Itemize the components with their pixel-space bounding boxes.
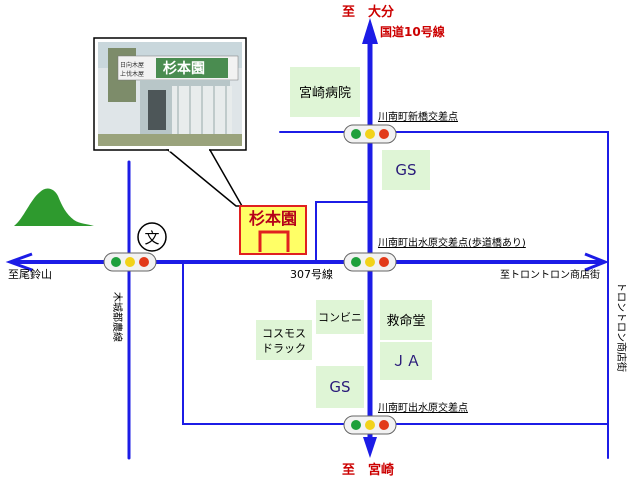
arrow-west <box>5 252 33 272</box>
direction-north: 至 大分 <box>342 4 394 20</box>
intersection-bottom-label: 川南町出水原交差点 <box>378 401 468 414</box>
arrow-south <box>363 437 377 458</box>
shop-label: 杉本園 <box>249 209 297 228</box>
photo-sign-left-2: 上伐木屋 <box>120 70 144 78</box>
direction-west: 至尾鈴山 <box>8 267 52 281</box>
school-marker: 文 <box>137 222 167 252</box>
signal-middle <box>343 252 397 272</box>
direction-south: 至 宮崎 <box>342 462 394 478</box>
arrow-heads-open <box>5 252 610 272</box>
ja-box <box>380 342 432 380</box>
signal-bottom <box>343 415 397 435</box>
road-route10-label: 国道10号線 <box>380 24 445 39</box>
cosmos-box <box>256 320 312 360</box>
road-shop-access <box>315 201 371 263</box>
photo-sign-main: 杉本園 <box>163 60 205 77</box>
direction-east: 至トロントロン商店街 <box>500 268 600 281</box>
school-icon: 文 <box>144 229 159 247</box>
arrow-east <box>584 252 610 272</box>
kyumeido-label: 救命堂 <box>386 313 425 329</box>
road-bottom-loop <box>182 261 609 425</box>
shop-sugimotoen: 杉本園 <box>239 205 307 255</box>
signal-west <box>103 252 157 272</box>
intersection-top-label: 川南町新橋交差点 <box>378 110 458 123</box>
cosmos-label-2: ドラック <box>262 342 306 355</box>
shop-building-icon <box>258 230 290 252</box>
road-school-label: 木城都農線 <box>111 292 124 342</box>
arrows <box>362 18 378 458</box>
shop-box <box>239 205 307 255</box>
photo-callout: 日向木屋 上伐木屋 杉本園 <box>93 37 247 207</box>
gs-north-label: GS <box>395 161 416 179</box>
place-boxes: 宮崎病院 GS コンビニ 救命堂 コスモス ドラック ＪＡ GS <box>256 67 432 408</box>
intersection-middle-label: 川南町出水原交差点(歩道橋あり) <box>378 236 526 249</box>
gs-south-box <box>316 366 364 408</box>
signal-top <box>343 124 397 144</box>
cosmos-label-1: コスモス <box>262 327 306 340</box>
gs-north-box <box>382 150 430 190</box>
ja-label: ＪＡ <box>391 352 421 370</box>
road-307-label: 307号線 <box>290 267 333 281</box>
callout-pointer <box>165 149 244 207</box>
gs-south-label: GS <box>329 378 350 396</box>
road-east-label: トロントロン商店街 <box>615 282 628 372</box>
school-circle <box>137 222 167 252</box>
convenience-label: コンビニ <box>318 311 362 324</box>
hospital-box <box>290 67 360 117</box>
kyumeido-box <box>380 300 432 340</box>
hospital-label: 宮崎病院 <box>299 85 351 101</box>
mountain-icon <box>14 188 94 226</box>
convenience-box <box>316 300 364 334</box>
photo-sign-left-1: 日向木屋 <box>120 61 144 69</box>
arrow-north <box>362 18 378 44</box>
